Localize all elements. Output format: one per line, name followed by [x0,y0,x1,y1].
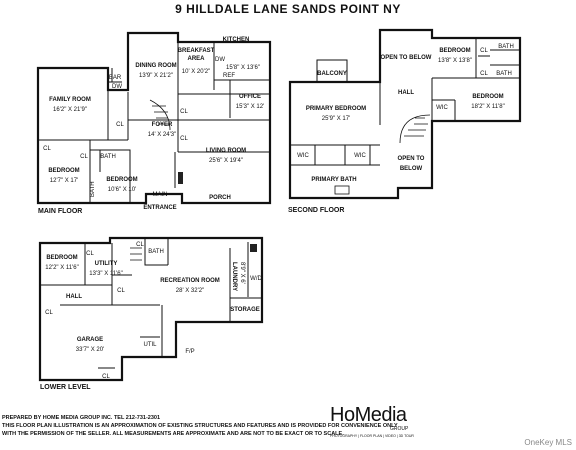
second-floor-outline [288,28,522,200]
label-primary-bed: PRIMARY BEDROOM [306,106,366,112]
label-entrance: ENTRANCE [143,205,176,211]
logo-brand: HoMedia [330,404,407,426]
label-open-below1: OPEN TO BELOW [381,55,432,61]
label-fp: F/P [185,349,194,355]
disclaimer-line-2: THIS FLOOR PLAN ILLUSTRATION IS AN APPRO… [2,423,398,429]
label-second-cl2: CL [480,71,488,77]
second-tub [334,185,350,195]
label-garage-dim: 33'7" X 20' [76,347,104,353]
disclaimer-line-3: WITH THE PERMISSION OF THE SELLER. ALL M… [2,431,344,437]
label-wd: W/D [250,276,262,282]
label-bath5: BATH [148,249,164,255]
label-garage: GARAGE [77,337,103,343]
label-lower-cl1: CL [86,251,94,257]
label-bedroom2-dim: 10'6" X 10' [108,187,136,193]
label-foyer: FOYER [152,122,173,128]
label-main-cl4: CL [180,109,188,115]
label-dining: DINING ROOM [135,63,176,69]
label-second-cl1: CL [480,48,488,54]
label-lower-cl2: CL [117,288,125,294]
label-office: OFFICE [239,94,261,100]
label-main-cl3: CL [80,154,88,160]
lower-walls [40,238,262,369]
floor-label-main: MAIN FLOOR [38,208,83,215]
main-fireplace [178,172,183,184]
label-family-dim: 16'2" X 21'9" [53,107,87,113]
label-balcony: BALCONY [317,71,347,77]
label-wic3: WIC [354,153,366,159]
label-family: FAMILY ROOM [49,97,91,103]
homedia-logo: HoMedia GROUP PHOTOGRAPHY | FLOOR PLAN |… [330,404,422,444]
label-kitchen: KITCHEN [223,37,250,43]
disclaimer: PREPARED BY HOME MEDIA GROUP INC. TEL 21… [2,414,398,438]
second-walls [290,38,520,166]
label-laundry-dim: 8'9" X 6' [239,262,245,284]
label-bedroom1: BEDROOM [48,168,79,174]
plan-title: 9 HILLDALE LANE SANDS POINT NY [175,2,401,16]
label-main-cl5: CL [180,136,188,142]
logo-tagline: PHOTOGRAPHY | FLOOR PLAN | VIDEO | 3D TO… [330,434,414,438]
label-storage: STORAGE [230,307,260,313]
label-bedroom5-dim: 12'2" X 11'6" [45,265,78,271]
label-hall: HALL [398,90,414,96]
label-living: LIVING ROOM [206,148,246,154]
label-living-dim: 25'6" X 19'4" [209,158,243,164]
label-lower-cl5: CL [102,374,110,380]
floor-label-second: SECOND FLOOR [288,207,345,214]
label-breakfast-area: AREA [187,56,205,62]
label-kitchen-dw: DW [215,57,225,63]
label-bedroom4-dim: 18'2" X 11'8" [471,104,504,110]
label-dining-dim: 13'9" X 21'2" [139,73,173,79]
label-rec-dim: 28' X 32'2" [176,288,204,294]
label-bath1b: BATH [90,181,96,197]
label-bath4: BATH [496,71,512,77]
lower-stair [130,247,142,261]
label-lower-cl4: CL [45,310,53,316]
lower-fireplace [250,244,257,252]
mls-credit: OneKey MLS [524,438,572,447]
label-main: MAIN [153,192,168,198]
label-utility: UTILITY [95,261,118,267]
label-main-cl1: CL [116,122,124,128]
label-bar-dw: DW [112,84,122,90]
label-utility-dim: 13'3" X 11'6" [89,271,122,277]
lower-floor-outline [38,236,264,382]
label-foyer-dim: 14' X 24'3" [148,132,176,138]
label-rec: RECREATION ROOM [160,278,220,284]
main-stair [149,99,171,131]
label-hall2: HALL [66,294,82,300]
logo-group: GROUP [390,426,409,432]
label-breakfast-dim: 10' X 20'2" [182,69,210,75]
label-bedroom3-dim: 13'8" X 13'8" [438,58,472,64]
label-bedroom3: BEDROOM [439,48,470,54]
label-lower-cl3: CL [136,242,144,248]
label-breakfast: BREAKFAST [178,48,215,54]
label-primary-bed-dim: 25'9" X 17' [322,116,350,122]
label-bedroom5: BEDROOM [46,255,77,261]
disclaimer-line-1: PREPARED BY HOME MEDIA GROUP INC. TEL 21… [2,415,161,421]
label-bath3: BATH [498,44,514,50]
label-wic1: WIC [436,105,448,111]
label-bath1: BATH [100,154,116,160]
label-open-below2a: OPEN TO [398,156,425,162]
label-wic2: WIC [297,153,309,159]
main-walls [38,42,270,203]
floor-label-lower: LOWER LEVEL [40,384,91,391]
main-floor-outline [36,31,272,205]
label-util: UTIL [143,342,157,348]
label-bar: BAR [109,75,122,81]
label-primary-bath: PRIMARY BATH [311,177,356,183]
label-porch: PORCH [209,195,231,201]
label-kitchen-dim: 15'8" X 13'6" [226,65,260,71]
label-office-dim: 15'3" X 12' [236,104,264,110]
second-stair [399,114,431,144]
label-laundry: LAUNDRY [231,262,237,291]
label-ref: REF [223,73,235,79]
label-main-cl2: CL [43,146,51,152]
label-bedroom4: BEDROOM [472,94,503,100]
label-bedroom2: BEDROOM [106,177,137,183]
label-open-below2b: BELOW [400,166,423,172]
label-bedroom1-dim: 12'7" X 17' [50,178,78,184]
